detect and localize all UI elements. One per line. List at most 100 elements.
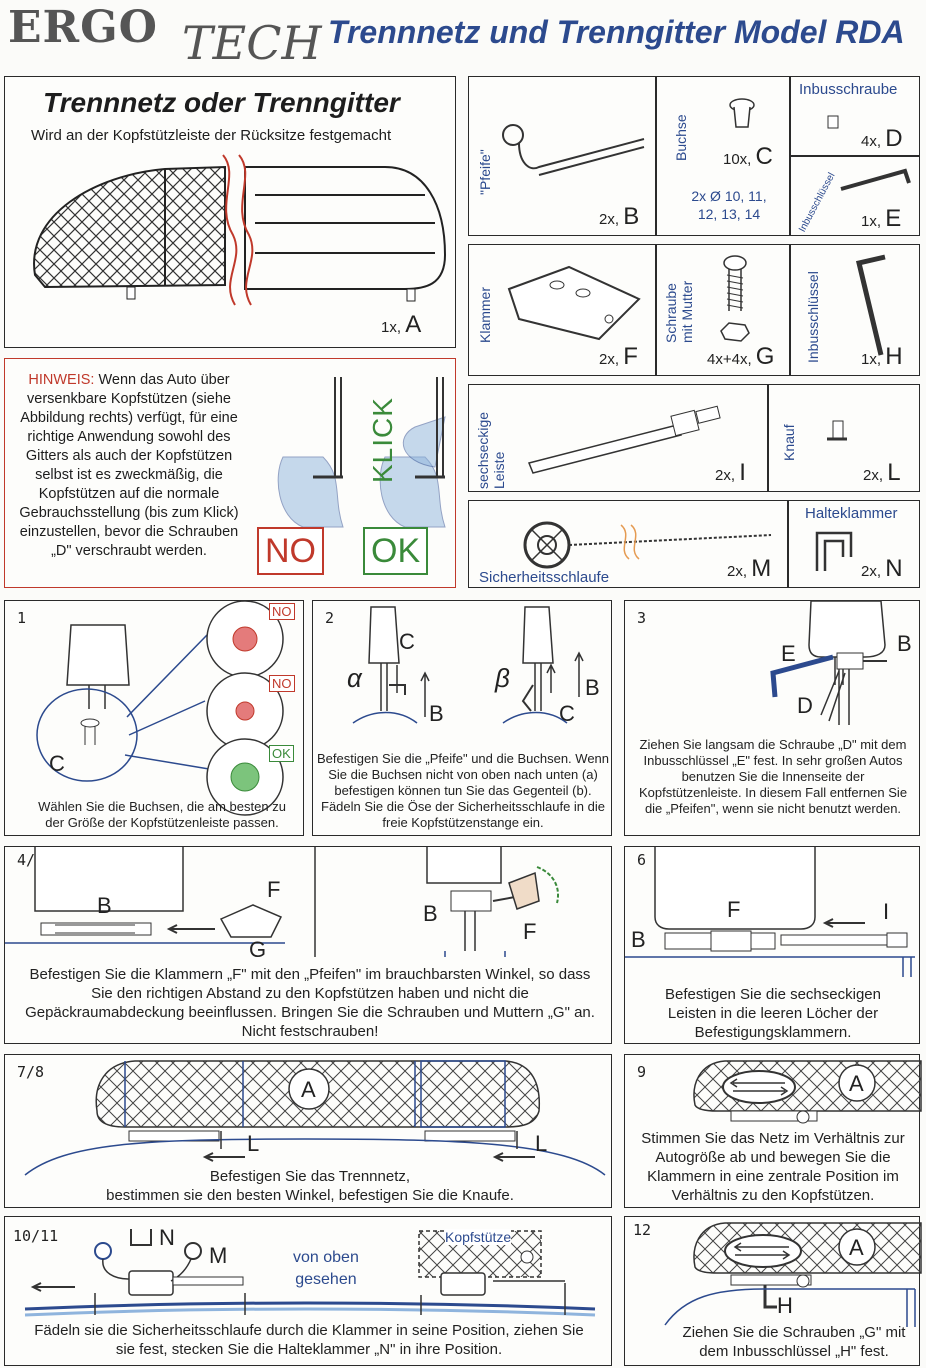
- step-45-b1-label: B: [97, 893, 112, 918]
- step-9-a-label: A: [849, 1071, 864, 1096]
- hinweis-panel: HINWEIS: Wenn das Auto über versenkbare …: [4, 358, 456, 588]
- step-6-caption: Befestigen Sie die sechseckigen Leisten …: [665, 986, 881, 1041]
- step-78-a-label: A: [301, 1077, 316, 1102]
- step-1011-panel: 10/11 N M von oben gesehen Kopfstütze Fä…: [4, 1216, 612, 1366]
- hinweis-text: HINWEIS: Wenn das Auto über versenkbare …: [9, 371, 249, 561]
- part-e-panel: Inbusschlüssel 1x, E: [790, 156, 920, 236]
- step-78-number: 7/8: [17, 1063, 45, 1081]
- step-12-panel: 12 A H Ziehen Sie die Schrauben „G" mit …: [624, 1216, 922, 1366]
- part-a-title: Trennnetz oder Trenngitter: [43, 87, 400, 118]
- klick-label: KLICK: [367, 397, 398, 483]
- part-g-qty: 4x+4x, G: [707, 343, 775, 370]
- part-l-qty: 2x, L: [863, 459, 901, 486]
- step-2-illustration: [352, 606, 584, 724]
- step-1-illustration: [36, 600, 284, 816]
- part-c-qty: 10x, C: [723, 143, 773, 170]
- step-12-caption: Ziehen Sie die Schrauben „G" mit dem Inb…: [682, 1324, 906, 1360]
- step-6-number: 6: [637, 851, 647, 869]
- step-1-no2-badge: NO: [269, 675, 295, 692]
- step-1-ok-badge: OK: [269, 745, 294, 762]
- net-illustration: [33, 154, 447, 306]
- inbusschluessel-h-illustration: [855, 254, 886, 356]
- step-2-panel: 2 α C B β B C Befestigen Sie die „Pfeife…: [312, 600, 612, 836]
- step-45-f2-label: F: [523, 919, 537, 944]
- part-d-label: Inbusschraube: [799, 81, 898, 98]
- part-h-panel: Inbusschlüssel 1x, H: [790, 244, 920, 376]
- part-m-qty: 2x, M: [727, 555, 772, 582]
- part-n-label: Halteklammer: [805, 505, 898, 522]
- part-b-panel: "Pfeife" 2x, B: [468, 76, 656, 236]
- step-6-f-label: F: [727, 897, 741, 922]
- step-78-l1-label: L: [247, 1131, 260, 1156]
- part-n-qty: 2x, N: [861, 555, 903, 582]
- step-3-b-label: B: [897, 631, 912, 656]
- step-2-c2-label: C: [559, 701, 575, 726]
- part-c-label: Buchse: [673, 114, 689, 161]
- part-n-panel: Halteklammer 2x, N: [788, 500, 920, 588]
- inbusschluessel-e-illustration: [840, 168, 911, 191]
- step-12-a-label: A: [849, 1235, 864, 1260]
- buchse-illustration: [729, 98, 755, 128]
- step-1-c-label: C: [49, 751, 65, 776]
- step-1011-vonoben-1: von oben: [293, 1249, 359, 1266]
- step-12-number: 12: [633, 1221, 652, 1239]
- step-1011-m-label: M: [209, 1243, 228, 1268]
- part-a-subtitle: Wird an der Kopfstützleiste der Rücksitz…: [31, 127, 392, 144]
- part-d-panel: Inbusschraube 4x, D: [790, 76, 920, 156]
- step-9-illustration: [693, 1060, 922, 1124]
- hinweis-body: Wenn das Auto über versenkbare Kopfstütz…: [19, 372, 239, 559]
- part-f-label: Klammer: [477, 286, 493, 343]
- step-6-panel: 6 F B I Befestigen Sie die sechseckigen …: [624, 846, 920, 1044]
- step-3-illustration: [770, 600, 887, 725]
- part-l-panel: Knauf 2x, L: [768, 384, 920, 492]
- step-1011-number: 10/11: [13, 1227, 59, 1245]
- step-1011-kopfstuetze-label: Kopfstütze: [445, 1229, 512, 1245]
- step-2-b1-label: B: [429, 701, 444, 726]
- schraube-mutter-illustration: [720, 255, 750, 342]
- step-2-beta: β: [495, 663, 510, 693]
- step-2-number: 2: [325, 609, 335, 627]
- step-3-d-label: D: [797, 693, 813, 718]
- part-e-label: Inbusschlüssel: [797, 171, 838, 235]
- part-h-qty: 1x, H: [861, 343, 903, 370]
- step-12-illustration: [664, 1222, 922, 1327]
- part-c-panel: Buchse 10x, C 2x Ø 10, 11, 12, 13, 14: [656, 76, 790, 236]
- step-2-b2-label: B: [585, 675, 600, 700]
- logo-ergo: ERGO: [8, 2, 159, 53]
- step-2-alpha: α: [347, 663, 362, 693]
- step-1-number: 1: [17, 609, 27, 627]
- step-78-illustration: [24, 1060, 606, 1176]
- klammer-illustration: [507, 265, 641, 341]
- headrest-ok-illustration: [379, 377, 446, 528]
- part-m-label: Sicherheitsschlaufe: [479, 569, 610, 586]
- step-6-i-label: I: [883, 899, 890, 924]
- step-3-panel: 3 E B D Ziehen Sie langsam die Schraube …: [624, 600, 920, 836]
- step-6-illustration: [625, 847, 915, 977]
- step-78-caption-1: Befestigen Sie das Trennnetz,: [209, 1168, 411, 1185]
- knauf-illustration: [827, 420, 847, 441]
- part-b-qty: 2x, B: [599, 203, 640, 230]
- step-45-panel: 4/5 B F G B F Befestigen Sie die Klammer…: [4, 846, 612, 1044]
- step-1-panel: 1 NO NO OK C Wählen Sie die Buchsen, die…: [4, 600, 304, 836]
- part-d-qty: 4x, D: [861, 125, 903, 152]
- page-title: Trennnetz und Trenngitter Model RDA: [328, 14, 905, 50]
- step-6-b-label: B: [631, 927, 646, 952]
- logo-tech: TECH: [182, 16, 322, 70]
- step-12-h-label: H: [777, 1293, 793, 1318]
- step-9-number: 9: [637, 1063, 647, 1081]
- step-78-l2-label: L: [535, 1131, 548, 1156]
- step-45-caption: Befestigen Sie die Klammern „F" mit den …: [25, 966, 595, 1040]
- part-a-panel: Trennnetz oder Trenngitter Wird an der K…: [4, 76, 456, 348]
- step-3-caption: Ziehen Sie langsam die Schraube „D" mit …: [638, 737, 908, 816]
- part-m-panel: Sicherheitsschlaufe 2x, M: [468, 500, 788, 588]
- step-9-caption: Stimmen Sie das Netz im Verhältnis zur A…: [641, 1130, 905, 1204]
- step-78-panel: 7/8 A L L Befestigen Sie das Trennnetz, …: [4, 1054, 612, 1208]
- step-1-caption: Wählen Sie die Buchsen, die am besten zu…: [38, 799, 286, 830]
- logo: ERGO TECH: [6, 2, 326, 70]
- step-3-number: 3: [637, 609, 647, 627]
- part-c-sizes-1: 2x Ø 10, 11,: [691, 188, 767, 204]
- step-1011-caption: Fädeln sie die Sicherheitsschlaufe durch…: [34, 1322, 584, 1358]
- step-9-panel: 9 A Stimmen Sie das Netz im Verhältnis z…: [624, 1054, 922, 1208]
- step-1-no1-badge: NO: [269, 603, 295, 620]
